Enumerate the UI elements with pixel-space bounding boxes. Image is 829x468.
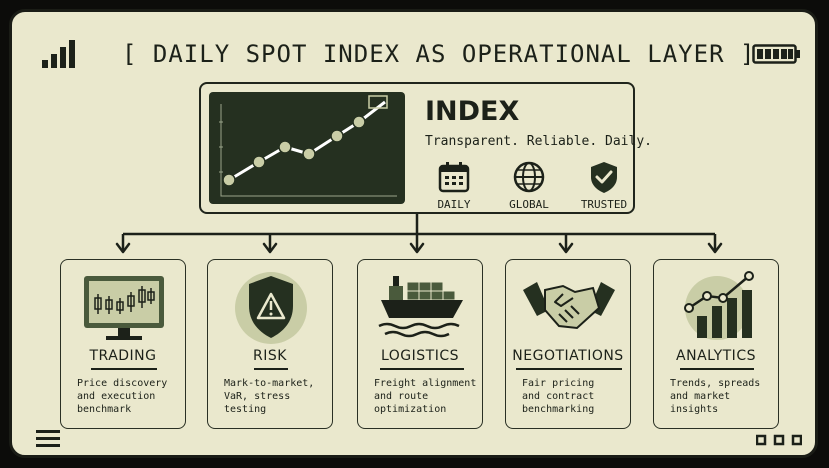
card-risk-desc: Mark-to-market, VaR, stress testing (224, 378, 315, 415)
badge-global: GLOBAL (494, 160, 564, 211)
card-analytics-desc: Trends, spreads and market insights (670, 378, 761, 415)
screen-frame: [ DAILY SPOT INDEX AS OPERATIONAL LAYER … (9, 9, 818, 458)
globe-icon (513, 161, 545, 193)
badge-daily-label: DAILY (437, 198, 471, 211)
card-risk-title: RISK (253, 348, 287, 364)
index-panel: INDEX Transparent. Reliable. Daily. DAIL… (199, 82, 652, 214)
index-heading: INDEX (425, 96, 520, 127)
card-analytics-title: ANALYTICS (676, 348, 756, 364)
card-analytics: ANALYTICS Trends, spreads and market ins… (653, 259, 779, 429)
candlestick-monitor-icon (84, 276, 164, 340)
badge-trusted: TRUSTED (569, 160, 639, 211)
card-analytics-underline (680, 368, 754, 370)
page-title: [ DAILY SPOT INDEX AS OPERATIONAL LAYER … (122, 40, 756, 68)
battery-icon (752, 44, 800, 64)
card-trading: TRADING Price discovery and execution be… (60, 259, 186, 429)
shield-check-icon (591, 162, 617, 193)
bar-trend-icon (684, 271, 754, 340)
cargo-ship-icon (378, 276, 463, 338)
connector-lines (115, 212, 723, 254)
badge-trusted-label: TRUSTED (580, 198, 628, 211)
card-logistics-underline (380, 368, 464, 370)
badge-global-label: GLOBAL (509, 198, 549, 211)
card-trading-title: TRADING (89, 348, 157, 364)
card-risk-underline (254, 368, 288, 370)
handshake-icon (523, 282, 615, 330)
card-negotiations: NEGOTIATIONS Fair pricing and contract b… (505, 259, 631, 429)
card-trading-desc: Price discovery and execution benchmark (77, 378, 168, 415)
signal-strength-icon (42, 40, 75, 68)
card-negotiations-underline (516, 368, 622, 370)
badge-daily: DAILY (419, 160, 489, 211)
calendar-icon (438, 162, 470, 193)
warning-shield-icon (235, 272, 307, 344)
card-trading-underline (91, 368, 157, 370)
card-logistics-desc: Freight alignment and route optimization (374, 378, 477, 415)
card-risk: RISK Mark-to-market, VaR, stress testing (207, 259, 333, 429)
card-negotiations-title: NEGOTIATIONS (512, 348, 624, 364)
index-tagline: Transparent. Reliable. Daily. (425, 134, 652, 149)
more-options-icon[interactable] (756, 434, 802, 446)
rising-line-chart-icon (209, 92, 405, 204)
card-negotiations-desc: Fair pricing and contract benchmarking (522, 378, 595, 415)
card-logistics-title: LOGISTICS (380, 348, 460, 364)
card-logistics: LOGISTICS Freight alignment and route op… (357, 259, 483, 429)
menu-icon[interactable] (36, 428, 60, 448)
